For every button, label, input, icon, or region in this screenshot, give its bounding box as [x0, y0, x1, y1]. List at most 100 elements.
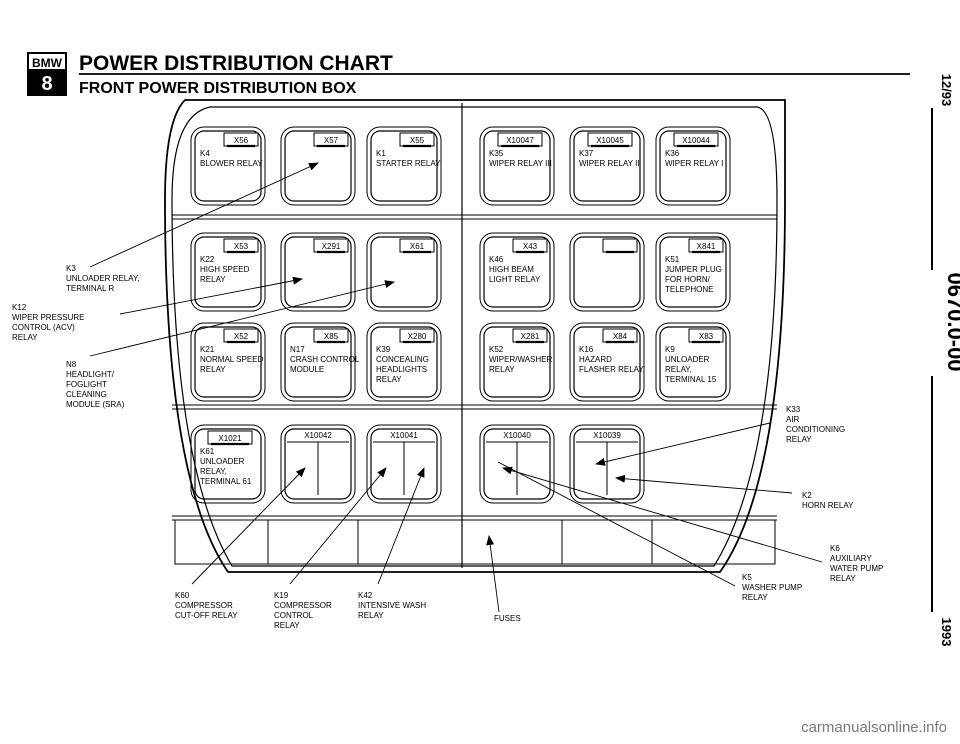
slot-x291: X291 [280, 232, 356, 312]
callout-text: AIR [786, 415, 800, 424]
callout-k5: K5 WASHER PUMP RELAY [742, 573, 802, 602]
callout-text: RELAY [358, 611, 384, 620]
connector-label: X53 [234, 242, 249, 251]
fuse-strip [174, 519, 776, 565]
slot-x10042: X10042 [280, 424, 356, 504]
connector-label: X1021 [218, 434, 242, 443]
slot-label: CONCEALING [376, 355, 429, 364]
margin-year: 1993 [939, 618, 954, 647]
callout-text: K12 [12, 303, 27, 312]
callout-text: K5 [742, 573, 752, 582]
slot-label: TELEPHONE [665, 285, 713, 294]
callout-text: CONTROL (ACV) [12, 323, 75, 332]
callout-k3: K3 UNLOADER RELAY, TERMINAL R [66, 264, 140, 293]
connector-label: X56 [234, 136, 249, 145]
slot-label: STARTER RELAY [376, 159, 441, 168]
callout-k6: K6 AUXILIARY WATER PUMP RELAY [830, 544, 883, 583]
slot-x841: X841 K51 JUMPER PLUG FOR HORN/ TELEPHONE [655, 232, 731, 312]
callout-text: HEADLIGHT/ [66, 370, 115, 379]
slot-x10044: X10044 K36 WIPER RELAY I [655, 126, 731, 206]
callout-text: K6 [830, 544, 840, 553]
logo-text: BMW [32, 56, 63, 70]
slot-label: K36 [665, 149, 680, 158]
slot-x280: X280 K39 CONCEALING HEADLIGHTS RELAY [366, 322, 442, 402]
callout-text: K60 [175, 591, 190, 600]
slot-label: K39 [376, 345, 391, 354]
page-title: POWER DISTRIBUTION CHART [79, 52, 393, 75]
connector-label: X83 [699, 332, 714, 341]
connector-label: X52 [234, 332, 249, 341]
callout-k42: K42 INTENSIVE WASH RELAY [358, 591, 426, 620]
callout-text: FOGLIGHT [66, 380, 107, 389]
margin-date: 12/93 [939, 74, 954, 107]
callout-text: UNLOADER RELAY, [66, 274, 140, 283]
slot-label: K21 [200, 345, 215, 354]
slot-label: JUMPER PLUG [665, 265, 722, 274]
callout-text: HORN RELAY [802, 501, 854, 510]
slot-x57: X57 [280, 126, 356, 206]
callout-k60: K60 COMPRESSOR CUT-OFF RELAY [175, 591, 238, 620]
slot-x10040: X10040 [479, 424, 555, 504]
year-code: 1993 [939, 618, 954, 647]
slot-x61: X61 [366, 232, 442, 312]
connector-label: X57 [324, 136, 339, 145]
connector-label: X841 [697, 242, 716, 251]
slot-x52: X52 K21 NORMAL SPEED RELAY [190, 322, 266, 402]
slot-label: RELAY [376, 375, 402, 384]
callout-text: CLEANING [66, 390, 107, 399]
slot-label: K1 [376, 149, 386, 158]
slot-label: K9 [665, 345, 675, 354]
connector-label: X84 [613, 332, 628, 341]
logo-series-number: 8 [41, 73, 52, 95]
slot-label: RELAY, [665, 365, 692, 374]
slot-label: HEADLIGHTS [376, 365, 427, 374]
slot-x53: X53 K22 HIGH SPEED RELAY [190, 232, 266, 312]
connector-label: X10042 [304, 431, 332, 440]
slot-blank [569, 232, 645, 312]
slot-label: TERMINAL 15 [665, 375, 717, 384]
callout-text: K19 [274, 591, 289, 600]
callout-text: COMPRESSOR [175, 601, 233, 610]
slot-label: K61 [200, 447, 215, 456]
slot-x10045: X10045 K37 WIPER RELAY II [569, 126, 645, 206]
slot-label: WIPER/WASHER [489, 355, 552, 364]
connector-label: X10047 [506, 136, 534, 145]
connector-label: X10044 [682, 136, 710, 145]
slot-label: K35 [489, 149, 504, 158]
connector-label: X291 [322, 242, 341, 251]
slot-label: K46 [489, 255, 504, 264]
connector-label: X10040 [503, 431, 531, 440]
margin-section-code: 0670.0-00 [943, 272, 960, 371]
slot-label: RELAY, [200, 467, 227, 476]
callout-text: AUXILIARY [830, 554, 872, 563]
slot-label: FOR HORN/ [665, 275, 711, 284]
callout-text: RELAY [742, 593, 768, 602]
connector-label: X85 [324, 332, 339, 341]
section-code: 0670.0-00 [943, 272, 960, 371]
connector-label: X55 [410, 136, 425, 145]
slot-label: HAZARD [579, 355, 612, 364]
slot-label: FLASHER RELAY [579, 365, 644, 374]
slot-label: TERMINAL 61 [200, 477, 252, 486]
slot-label: K37 [579, 149, 594, 158]
slot-label: BLOWER RELAY [200, 159, 263, 168]
callout-k33: K33 AIR CONDITIONING RELAY [786, 405, 845, 444]
callout-text: INTENSIVE WASH [358, 601, 426, 610]
slot-label: WIPER RELAY III [489, 159, 552, 168]
callout-text: K42 [358, 591, 373, 600]
date-code: 12/93 [939, 74, 954, 107]
callout-text: RELAY [12, 333, 38, 342]
callout-text: TERMINAL R [66, 284, 114, 293]
slot-label: RELAY [489, 365, 515, 374]
slot-label: K51 [665, 255, 680, 264]
callout-text: WIPER PRESSURE [12, 313, 84, 322]
connector-label: X10041 [390, 431, 418, 440]
callout-k19: K19 COMPRESSOR CONTROL RELAY [274, 591, 332, 630]
callout-text: K3 [66, 264, 76, 273]
leader-lines [89, 162, 823, 613]
slot-label: N17 [290, 345, 305, 354]
slot-label: UNLOADER [665, 355, 710, 364]
watermark-text: carmanualsonline.info [801, 719, 947, 736]
slot-label: HIGH BEAM [489, 265, 534, 274]
slot-label: RELAY [200, 365, 226, 374]
